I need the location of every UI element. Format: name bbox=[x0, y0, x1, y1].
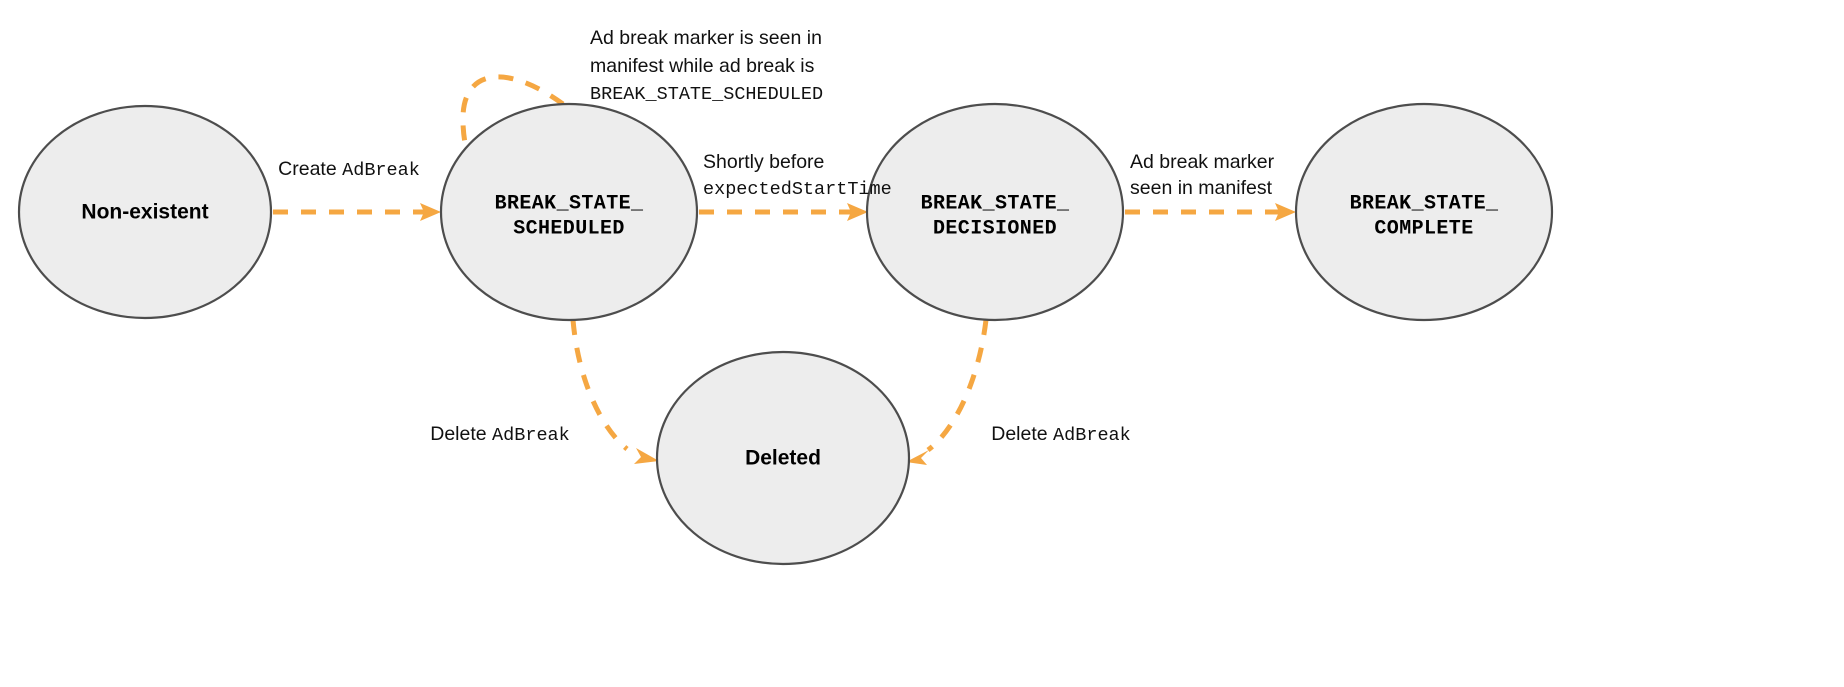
edge-delete-from-decisioned-path bbox=[926, 319, 989, 452]
svg-text:Delete AdBreak: Delete AdBreak bbox=[430, 423, 570, 446]
edge-shortly-before-expected-start-time bbox=[699, 203, 868, 221]
node-break-state-complete-label-line1: BREAK_STATE_ bbox=[1350, 192, 1499, 215]
edge-label-create-adbreak-code: AdBreak bbox=[342, 160, 420, 181]
node-break-state-scheduled[interactable]: BREAK_STATE_ SCHEDULED bbox=[439, 102, 699, 322]
edge-marker-seen-arrowhead bbox=[1275, 203, 1296, 221]
edge-label-marker-seen-line1: Ad break marker bbox=[1130, 151, 1275, 173]
node-break-state-decisioned-shape[interactable] bbox=[865, 102, 1125, 322]
node-non-existent-shape[interactable] bbox=[17, 104, 273, 320]
edge-delete-adbreak-from-scheduled bbox=[570, 319, 659, 464]
edge-label-delete-from-scheduled-prose: Delete bbox=[430, 423, 492, 445]
edge-label-delete-from-decisioned-code: AdBreak bbox=[1053, 425, 1131, 446]
edge-label-delete-from-scheduled-code: AdBreak bbox=[492, 425, 570, 446]
node-break-state-scheduled-label-line1: BREAK_STATE_ bbox=[495, 192, 644, 215]
edge-shortly-before-arrowhead bbox=[847, 203, 868, 221]
edge-label-selfloop-line3-code: BREAK_STATE_SCHEDULED bbox=[590, 84, 823, 105]
edge-label-selfloop-line1: Ad break marker is seen in bbox=[590, 27, 822, 49]
node-break-state-scheduled-label-line2: SCHEDULED bbox=[513, 217, 625, 240]
svg-text:Create AdBreak: Create AdBreak bbox=[278, 158, 420, 181]
node-break-state-complete-shape[interactable] bbox=[1294, 102, 1554, 322]
node-deleted-shape[interactable] bbox=[655, 350, 911, 566]
svg-text:Delete AdBreak: Delete AdBreak bbox=[991, 423, 1131, 446]
edge-create-adbreak bbox=[273, 203, 441, 221]
edge-delete-from-scheduled-arrowhead bbox=[634, 448, 659, 464]
edge-label-marker-seen-scheduled-selfloop: Ad break marker is seen in manifest whil… bbox=[590, 27, 823, 105]
edge-label-shortly-before-line1: Shortly before bbox=[703, 151, 824, 173]
edge-delete-from-decisioned-arrowhead bbox=[906, 450, 929, 465]
edge-marker-seen-in-manifest bbox=[1125, 203, 1296, 221]
node-non-existent-label: Non-existent bbox=[81, 201, 208, 224]
edge-label-delete-from-decisioned-prose: Delete bbox=[991, 423, 1053, 445]
edge-label-selfloop-line2: manifest while ad break is bbox=[590, 55, 815, 77]
edge-label-create-adbreak: Create AdBreak bbox=[278, 158, 420, 181]
node-break-state-scheduled-shape[interactable] bbox=[439, 102, 699, 322]
edge-delete-from-scheduled-path bbox=[570, 319, 629, 451]
edge-label-delete-adbreak-from-scheduled: Delete AdBreak bbox=[430, 423, 570, 446]
edge-label-delete-adbreak-from-decisioned: Delete AdBreak bbox=[991, 423, 1131, 446]
edge-label-shortly-before-line2-code: expectedStartTime bbox=[703, 179, 892, 200]
node-break-state-decisioned-label-line1: BREAK_STATE_ bbox=[921, 192, 1070, 215]
edge-create-adbreak-arrowhead bbox=[420, 203, 441, 221]
edge-label-shortly-before-expected-start-time: Shortly before expectedStartTime bbox=[703, 151, 892, 200]
node-deleted-label: Deleted bbox=[745, 447, 821, 470]
node-break-state-decisioned-label-line2: DECISIONED bbox=[933, 217, 1057, 240]
edge-label-marker-seen-in-manifest: Ad break marker seen in manifest bbox=[1130, 151, 1275, 199]
node-break-state-decisioned[interactable]: BREAK_STATE_ DECISIONED bbox=[865, 102, 1125, 322]
edge-label-create-adbreak-prose: Create bbox=[278, 158, 342, 180]
node-deleted[interactable]: Deleted bbox=[655, 350, 911, 566]
node-break-state-complete-label-line2: COMPLETE bbox=[1374, 217, 1473, 240]
node-non-existent[interactable]: Non-existent bbox=[17, 104, 273, 320]
edge-label-marker-seen-line2: seen in manifest bbox=[1130, 177, 1273, 199]
edge-delete-adbreak-from-decisioned bbox=[906, 319, 989, 465]
node-break-state-complete[interactable]: BREAK_STATE_ COMPLETE bbox=[1294, 102, 1554, 322]
